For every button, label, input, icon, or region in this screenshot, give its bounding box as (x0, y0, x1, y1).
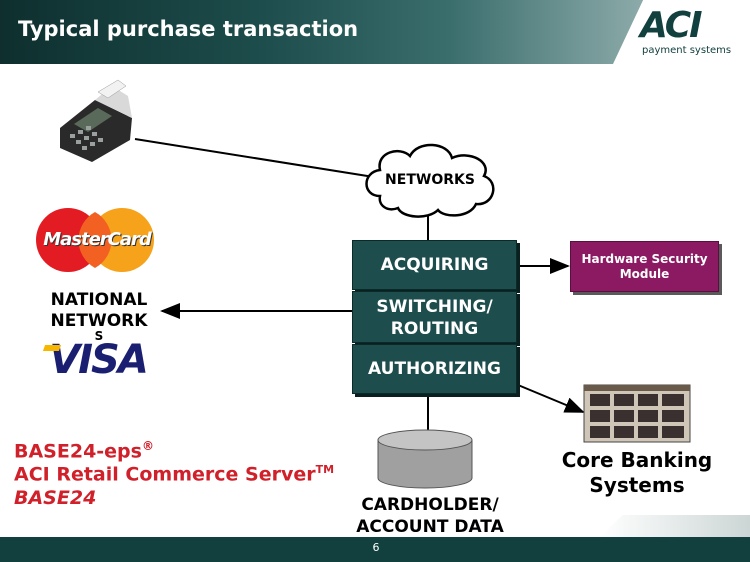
visa-logo: VISA (49, 337, 149, 383)
hsm-box: Hardware Security Module (570, 241, 719, 292)
database-icon (377, 429, 473, 489)
rcs-text: ACI Retail Commerce Server (14, 463, 316, 486)
national-line1: NATIONAL (50, 290, 148, 310)
authorizing-label: AUTHORIZING (368, 359, 501, 379)
core-banking-label: Core Banking Systems (552, 448, 722, 498)
footer-bar (0, 537, 750, 562)
footer-accent (600, 515, 750, 537)
product-base24: BASE24 (14, 487, 97, 509)
database-label: CARDHOLDER/ ACCOUNT DATA (340, 494, 520, 538)
page-title: Typical purchase transaction (18, 17, 359, 41)
database-line2: ACCOUNT DATA (356, 517, 504, 537)
networks-cloud-icon (365, 143, 495, 218)
core-banking-line2: Systems (589, 473, 685, 497)
core-banking-line1: Core Banking (561, 448, 713, 472)
hsm-label-line1: Hardware Security (581, 252, 708, 266)
product-rcs: ACI Retail Commerce ServerTM (14, 463, 334, 485)
page-number: 6 (372, 541, 380, 554)
switching-routing-block: SWITCHING/ ROUTING (352, 291, 517, 343)
hsm-label-line2: Module (619, 267, 670, 281)
routing-label: ROUTING (390, 319, 479, 339)
mainframe-icon (583, 384, 691, 443)
acquiring-label: ACQUIRING (380, 255, 489, 275)
national-line2: NETWORK (50, 311, 148, 331)
database-line1: CARDHOLDER/ (361, 495, 499, 515)
mastercard-wordmark: MasterCard (43, 229, 152, 250)
product-base24-eps: BASE24-eps® (14, 439, 154, 462)
mastercard-logo (36, 208, 154, 272)
trademark-mark: TM (315, 463, 335, 476)
national-networks-label: NATIONAL NETWORK S (40, 290, 158, 343)
logo-subtitle: payment systems (642, 45, 732, 56)
acquiring-block: ACQUIRING (352, 240, 517, 290)
national-line3: S (94, 329, 104, 343)
authorizing-block: AUTHORIZING (352, 344, 517, 394)
terminal-connector (134, 138, 381, 179)
core-banking-arrow (517, 384, 585, 413)
visa-gold-accent (42, 345, 62, 351)
registered-mark: ® (141, 439, 154, 453)
networks-label: NETWORKS (385, 172, 475, 188)
aci-logo: ACI (640, 5, 703, 46)
card-terminal-icon (60, 79, 132, 162)
base24-eps-text: BASE24-eps (14, 440, 142, 463)
switching-label: SWITCHING/ (376, 297, 493, 317)
